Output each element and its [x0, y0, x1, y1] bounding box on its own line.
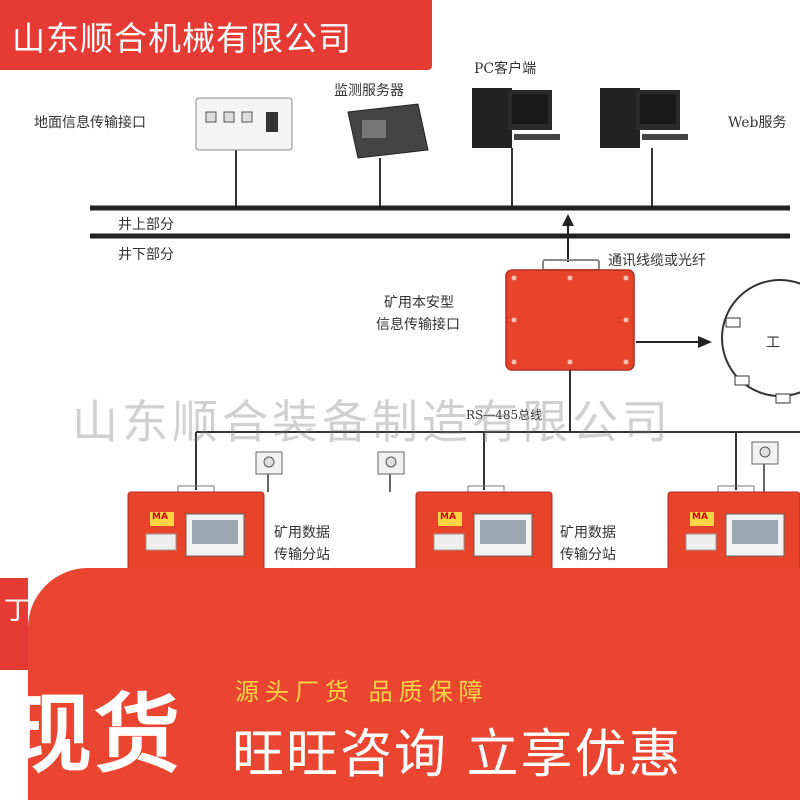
promo-line-1: 源头厂货 品质保障 [235, 678, 489, 706]
bus-above-label: 井上部分 [118, 217, 174, 233]
ma-badge-3: MA [692, 512, 708, 522]
rs485-label: RS—485总线 [466, 408, 543, 422]
substation-1-label-1: 矿用数据 [274, 525, 330, 541]
ma-badge-1: MA [152, 512, 168, 522]
monitor-server-device [347, 103, 429, 159]
company-title: 山东顺合机械有限公司 [12, 19, 352, 58]
promo-corner [0, 578, 28, 670]
ground-interface-device [195, 97, 293, 151]
promo-panel [28, 568, 800, 800]
substation-2-label-1: 矿用数据 [560, 525, 616, 541]
substation-1-label-2: 传输分站 [274, 547, 330, 563]
substation-3 [667, 485, 800, 589]
mine-interface-box [505, 269, 635, 371]
sensor-3 [751, 441, 779, 492]
web-server-label: Web服务 [728, 115, 787, 131]
ring-network [721, 279, 800, 397]
promo-corner-glyph: 丁 [4, 596, 31, 626]
pc-client-label: PC客户端 [474, 61, 537, 77]
promo-line-2: 旺旺咨询 立享优惠 [232, 725, 683, 785]
substation-2 [415, 485, 553, 589]
substation-2-label-2: 传输分站 [560, 547, 616, 563]
ring-label: 工 [766, 335, 780, 351]
sensor-2 [377, 451, 405, 492]
company-banner: 山东顺合机械有限公司 [0, 0, 432, 70]
pc-client-2 [600, 88, 688, 148]
monitor-server-label: 监测服务器 [334, 83, 404, 99]
cable-label: 通讯线缆或光纤 [608, 253, 706, 269]
substation-1 [127, 485, 265, 589]
watermark: 山东顺合装备制造有限公司 [72, 395, 672, 449]
sensor-1 [255, 451, 283, 492]
promo-big-text: 现货 [6, 685, 182, 785]
mine-interface-label-2: 信息传输接口 [376, 317, 460, 333]
ma-badge-2: MA [440, 512, 456, 522]
bus-below-label: 井下部分 [118, 247, 174, 263]
mine-interface-label-1: 矿用本安型 [384, 295, 454, 311]
ground-interface-label: 地面信息传输接口 [34, 115, 146, 131]
pc-client-1 [472, 88, 560, 148]
